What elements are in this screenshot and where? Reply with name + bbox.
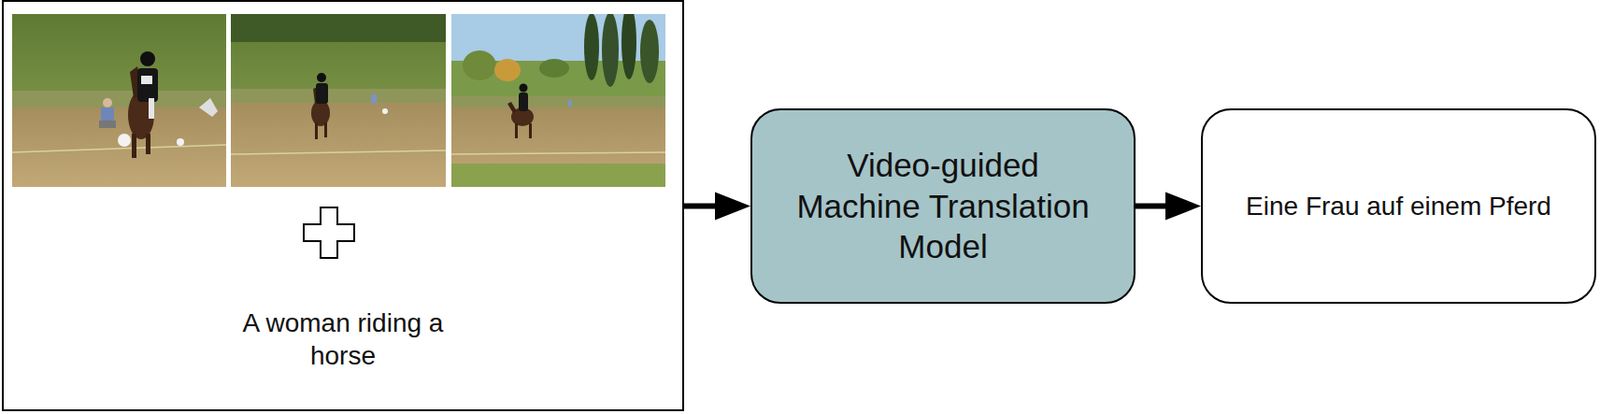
video-frame	[451, 14, 666, 187]
video-frame	[12, 14, 227, 187]
model-box: Video-guided Machine Translation Model	[750, 108, 1136, 304]
arrow-head	[1165, 192, 1201, 221]
video-frame	[230, 14, 446, 187]
connector-arrow	[1135, 192, 1201, 221]
plus-symbol	[303, 207, 355, 258]
node-label: A woman riding a horse	[230, 306, 456, 372]
connector-arrow	[684, 192, 751, 221]
node-label: Eine Frau auf einem Pferd	[1245, 189, 1552, 223]
output-box: Eine Frau auf einem Pferd	[1200, 108, 1597, 304]
input-panel: A woman riding a horse	[1, 0, 685, 412]
arrow-head	[714, 192, 751, 221]
node-label: Video-guided Machine Translation Model	[788, 144, 1098, 268]
